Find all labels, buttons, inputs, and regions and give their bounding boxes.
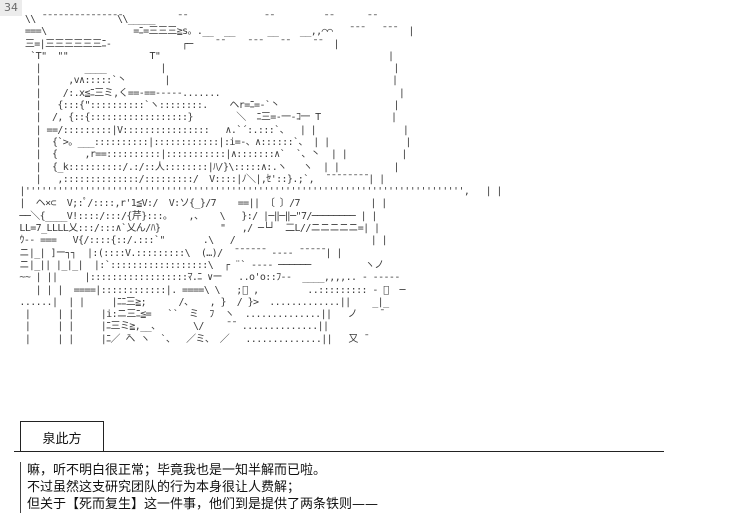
art-line: ===\ =ﾆ=三三三≧s。.__ __ __ __,,⌒⌒ ̄ ̄ ̄ ̄ ̄… xyxy=(14,26,415,38)
art-line: | ==/:::::::::|V:::::::::::::::: ∧.`´:.:… xyxy=(14,124,409,136)
art-line: ｳ-- === V{/::::{::/.:::`" .\ / | | xyxy=(14,235,387,247)
dialog-line: 不过虽然这支研究团队的行为本身很让人费解； xyxy=(20,479,660,496)
art-line: | ヘ×⊂ V;:ﾟ/::::,r'1≦V:/ V:ソ{_}/7 ==|| 〔 … xyxy=(14,198,387,210)
ascii-art-illustration: \\ ̄ ̄ ̄ ̄ ̄ ̄ ̄ ̄ ̄ ̄ ̄ ̄ ̄ ̄ ̄\\_____ … xyxy=(14,14,502,346)
page-number: 34 xyxy=(0,0,22,16)
art-line: | /, {::{::::::::::::::::::} ＼ ﾆ三=-一‐ｺ一 … xyxy=(14,112,397,124)
art-line: LL=7_LLLL乂:::/:::∧`乂ん/ﾊ} " ,/ ─└┘ 二L//ニニ… xyxy=(14,223,380,235)
art-line: \\ ̄ ̄ ̄ ̄ ̄ ̄ ̄ ̄ ̄ ̄ ̄ ̄ ̄ ̄ ̄\\_____ … xyxy=(14,14,373,25)
art-line: |'''''''''''''''''''''''''''''''''''''''… xyxy=(14,186,502,198)
art-line: ~~ | || |::::::::::::::::::ﾏ.ﾆ ∨ー ..o'o:… xyxy=(14,272,400,284)
art-line: | | | |i:ニ三ﾆ≦= `` ミ ﾌ ヽ ..............||… xyxy=(14,309,380,321)
dialog-divider xyxy=(14,451,664,452)
dialog-line: 但关于【死而复生】这一件事，他们到是提供了两条铁则—— xyxy=(20,496,660,513)
art-line: | { ,r==::::::::::|:::::::::::|∧:::::::∧… xyxy=(14,149,408,161)
speaker-name: 泉此方 xyxy=(42,431,82,447)
art-line: ニ|_|| |_|_| |:`::::::::::::::::::\ ┌ ¨` … xyxy=(14,259,384,271)
dialog-box: 嘛，听不明白很正常；毕竟我也是一知半解而已啦。 不过虽然这支研究团队的行为本身很… xyxy=(20,462,660,513)
art-line: | ____ | | xyxy=(14,63,400,75)
art-line: | {_k::::::::::/.:/::人::::::::|ﾊ/}\:::::… xyxy=(14,161,400,173)
art-line: ......| | | |ﾆﾆ三≧; /、 , } / }> .........… xyxy=(14,296,389,308)
art-line: ──＼{____V!::::/:::/{芹}:::。 ,、 \ }:/ |─‖─… xyxy=(14,210,377,222)
art-line: | | | |ﾆ／ ̄ヘ ヽ `、 ／ミ、 ／ ..............||… xyxy=(14,333,364,345)
art-line: | ,::::::::::::::/:::::::::/ V::::|ﾉ＼|,ｾ… xyxy=(14,173,385,185)
art-line: | ,v∧:::::`丶 | | xyxy=(14,75,398,87)
art-line: | | | ====|::::::::::::|. ====\ \ ;ﾞ , .… xyxy=(14,284,406,296)
art-line: | /:.x≦ﾆ三ミ,く==-==-‐‐--....... | xyxy=(14,87,405,99)
art-line: `T" "" T" | xyxy=(14,50,394,62)
art-line: | {`>。___::::::::::|::::::::::::|:i=-、∧:… xyxy=(14,136,412,148)
dialog-line: 嘛，听不明白很正常；毕竟我也是一知半解而已啦。 xyxy=(20,462,660,479)
art-line: | | | |ﾆ三ミ≧,__、 \/ ̄ ̄ ..............|| xyxy=(14,321,329,333)
art-line: ニ|_| ]ー┐┐ |:(::::V.:::::::::\ (…)/ ̄ ̄ ̄… xyxy=(14,247,342,259)
art-line: 三=|三三三三三三ﾆ- ┌─ ̄ ̄ ̄ ̄ ̄ ̄ ̄ ̄ ̄ | xyxy=(14,38,340,50)
art-line: | {:::{"::::::::::`ヽ::::::::. ヘr=ﾆ=-`丶 | xyxy=(14,100,400,112)
speaker-name-box: 泉此方 xyxy=(20,421,104,452)
